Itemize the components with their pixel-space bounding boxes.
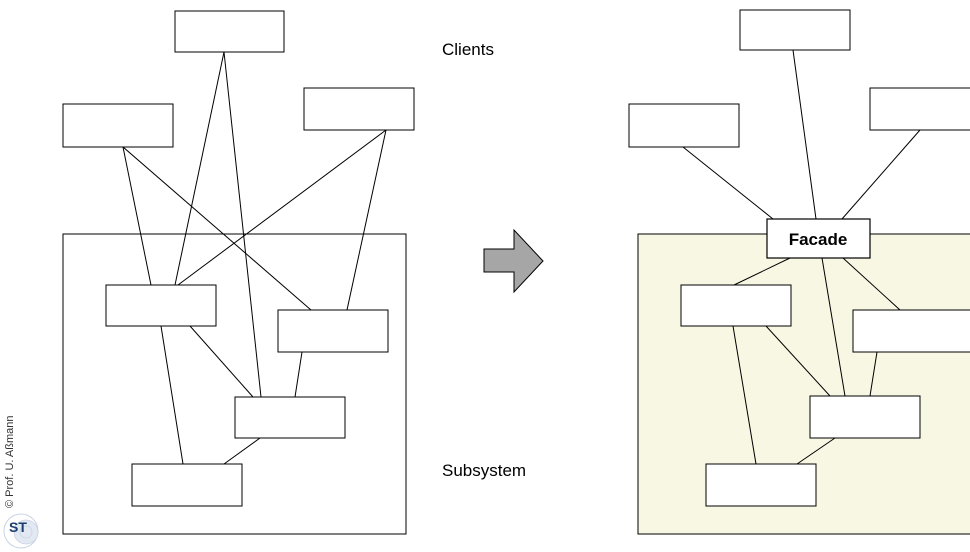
subsystem-class-box — [809, 395, 921, 439]
facade-box — [766, 218, 871, 259]
client-box — [739, 9, 851, 51]
copyright-notice: © Prof. U. Aßmann — [1, 400, 19, 510]
st-logo — [3, 513, 39, 549]
client-box — [62, 103, 174, 148]
right-subsystem-boxes — [680, 284, 970, 507]
client-box — [628, 103, 740, 148]
subsystem-class-box — [105, 284, 217, 327]
logo-text: ST — [9, 519, 27, 535]
subsystem-class-box — [131, 463, 243, 507]
transformation-arrow — [483, 228, 544, 294]
subsystem-label: Subsystem — [442, 461, 527, 480]
client-box — [303, 87, 415, 131]
left-diagram — [62, 10, 415, 535]
subsystem-class-box — [234, 396, 346, 439]
client-box — [174, 10, 285, 53]
subsystem-class-box — [680, 284, 792, 327]
right-connections — [682, 49, 921, 465]
left-client-boxes — [62, 10, 415, 148]
left-connections — [122, 51, 387, 465]
right-diagram: Facade — [628, 9, 970, 535]
right-client-boxes — [628, 9, 970, 148]
subsystem-class-box — [852, 309, 970, 353]
left-subsystem-boxes — [105, 284, 389, 507]
copyright-text: © Prof. U. Aßmann — [4, 415, 16, 508]
client-box — [869, 87, 970, 131]
clients-label: Clients — [442, 40, 494, 59]
subsystem-class-box — [705, 463, 817, 507]
subsystem-class-box — [277, 309, 389, 353]
facade-label: Facade — [789, 230, 848, 249]
